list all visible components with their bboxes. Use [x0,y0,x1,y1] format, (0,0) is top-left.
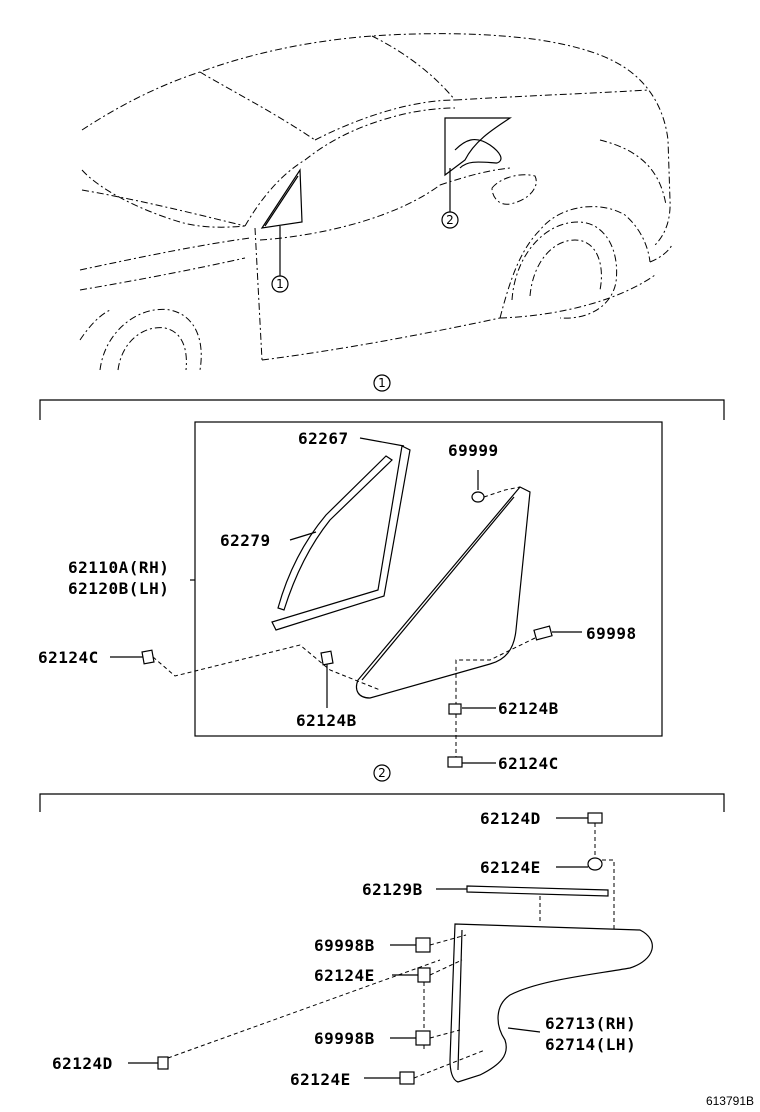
part-62279-moulding [277,455,393,611]
label-62124E-top: 62124E [480,858,541,877]
part-62124B-clip [320,650,334,666]
label-62124D-top: 62124D [480,809,541,828]
part-62124D-clip-top [587,812,603,824]
part-62124E-clip-top [587,857,603,871]
label-62267: 62267 [298,429,349,448]
label-62279: 62279 [220,531,271,550]
label-62124D-left: 62124D [52,1054,113,1073]
label-62120B-lh: 62120B(LH) [68,579,169,598]
part-69999-clip [471,491,485,503]
part-62124E-clip-b [399,1071,415,1085]
part-69998B-clip-b [415,1030,431,1046]
label-69999: 69999 [448,441,499,460]
car-overview-illustration: 1 2 [79,33,673,371]
section-1-bracket [39,399,725,420]
part-62124C-clip-bottom [447,756,463,768]
section-2-marker: 2 [378,766,386,780]
label-62110A-rh: 62110A(RH) [68,558,169,577]
label-69998B-a: 69998B [314,936,375,955]
section-1: 1 62267 69 [38,374,725,773]
label-62124E-a: 62124E [314,966,375,985]
part-62124B-clip-right [448,703,462,715]
section-2-bracket [39,793,725,812]
label-62714-lh: 62714(LH) [545,1035,636,1054]
label-62124E-b: 62124E [290,1070,351,1089]
section-2: 2 6 [39,764,725,1089]
part-69998-clip [533,625,553,641]
diagram-id: 613791B [706,1094,754,1108]
section-1-marker: 1 [378,376,386,390]
callout-2-car: 2 [446,213,454,227]
label-62124B-bottom: 62124B [296,711,357,730]
callout-1-car: 1 [276,277,284,291]
label-62124B-right: 62124B [498,699,559,718]
part-glass-panel [355,486,531,699]
part-62129B-strip [466,885,609,897]
part-62713-quarter-glass [449,923,653,1083]
label-62124C-bottom: 62124C [498,754,559,773]
label-69998B-b: 69998B [314,1029,375,1048]
part-62124E-clip-a [417,967,431,983]
label-69998: 69998 [586,624,637,643]
part-62124D-clip-left [157,1056,169,1070]
part-62267-weatherstrip [271,445,411,631]
label-62713-rh: 62713(RH) [545,1014,636,1033]
label-62129B: 62129B [362,880,423,899]
assembly-box [194,421,663,737]
part-62124C-clip-left [141,649,155,665]
label-62124C-left: 62124C [38,648,99,667]
part-69998B-clip-a [415,937,431,953]
